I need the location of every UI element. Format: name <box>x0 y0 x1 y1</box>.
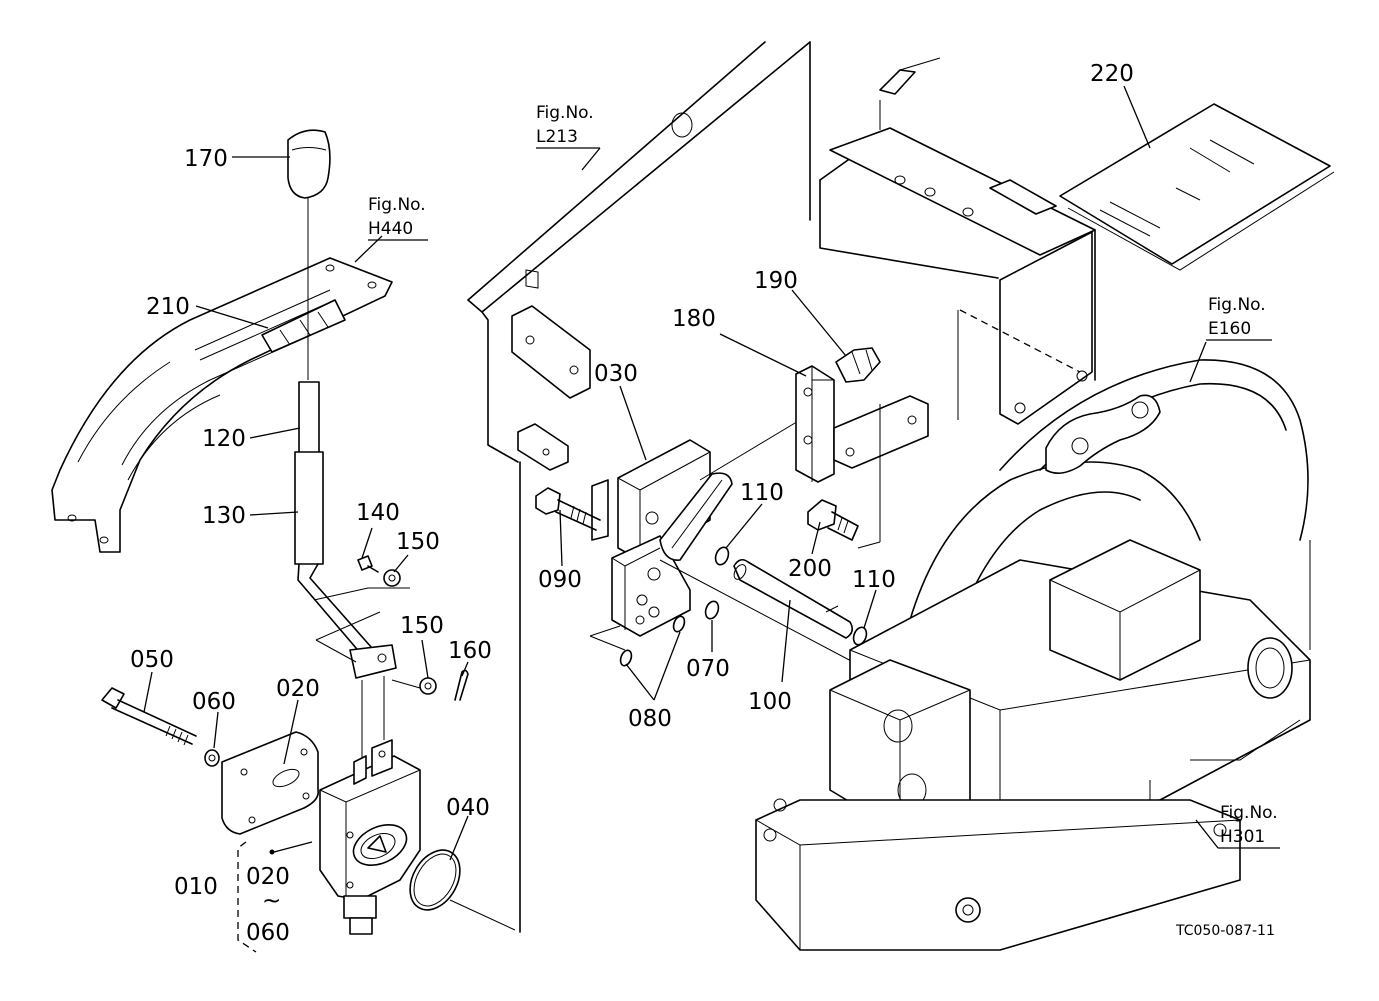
part-label-180: 180 <box>672 306 716 332</box>
part-label-020-range-start: 020 <box>246 864 290 890</box>
fig-ref-h440-prefix: Fig.No. <box>368 195 426 215</box>
pipe-100 <box>733 558 854 639</box>
part-label-150-lower: 150 <box>400 613 444 639</box>
cover-plate-020 <box>221 731 320 835</box>
o-ring-070 <box>704 600 720 620</box>
part-label-160: 160 <box>448 638 492 664</box>
transmission-housing <box>755 359 1311 951</box>
bolt-090 <box>535 487 601 531</box>
part-label-060: 060 <box>192 689 236 715</box>
o-ring-080-b <box>672 615 686 633</box>
part-label-040: 040 <box>446 795 490 821</box>
part-label-080: 080 <box>628 706 672 732</box>
bolt-200 <box>807 499 859 541</box>
o-ring-110-right <box>852 626 868 646</box>
part-label-120: 120 <box>202 426 246 452</box>
part-label-110-right: 110 <box>852 567 896 593</box>
part-label-050: 050 <box>130 647 174 673</box>
bracket-030 <box>591 439 733 637</box>
operator-manual <box>1059 103 1335 271</box>
part-label-170: 170 <box>184 146 228 172</box>
part-label-190: 190 <box>754 268 798 294</box>
washer-150-upper <box>383 569 401 587</box>
part-label-020: 020 <box>276 676 320 702</box>
cotter-pin-160 <box>454 669 469 701</box>
bolt-050 <box>101 687 197 746</box>
fig-ref-h440-number: H440 <box>368 219 413 239</box>
o-ring-080-a <box>619 649 633 667</box>
washer-150-lower <box>419 677 437 695</box>
fig-ref-e160-number: E160 <box>1208 319 1251 339</box>
diagram-code: TC050-087-11 <box>1175 923 1275 939</box>
part-label-100: 100 <box>748 689 792 715</box>
part-label-220: 220 <box>1090 61 1134 87</box>
fig-ref-h301-prefix: Fig.No. <box>1220 803 1278 823</box>
part-label-200: 200 <box>788 556 832 582</box>
lever-knob <box>287 129 331 380</box>
fig-ref-l213-number: L213 <box>536 127 578 147</box>
leader-lines <box>143 85 1280 861</box>
o-ring-110-left <box>714 546 730 566</box>
part-label-060-range-end: 060 <box>246 920 290 946</box>
part-label-range-separator: ~ <box>262 888 281 914</box>
part-label-140: 140 <box>356 500 400 526</box>
washer-060 <box>204 749 220 767</box>
control-valve-010 <box>319 739 421 935</box>
bolt-140 <box>357 555 379 573</box>
part-label-090: 090 <box>538 567 582 593</box>
fig-ref-e160-prefix: Fig.No. <box>1208 295 1266 315</box>
part-label-010: 010 <box>174 874 218 900</box>
part-label-070: 070 <box>686 656 730 682</box>
control-lever <box>294 381 421 760</box>
valve-assembly-bracket <box>237 841 313 953</box>
part-label-210: 210 <box>146 294 190 320</box>
fig-ref-l213-prefix: Fig.No. <box>536 103 594 123</box>
figure-references: Fig.No. L213 Fig.No. H440 Fig.No. E160 F… <box>368 103 1278 847</box>
banjo-bolt-190 <box>835 347 881 383</box>
part-label-110-left: 110 <box>740 480 784 506</box>
upper-bracket <box>819 57 1096 425</box>
fig-ref-h301-number: H301 <box>1220 827 1265 847</box>
part-label-030: 030 <box>594 361 638 387</box>
o-ring-040 <box>409 849 461 911</box>
frame-plate <box>467 41 811 933</box>
part-label-130: 130 <box>202 503 246 529</box>
shift-pattern-decal <box>261 299 346 353</box>
part-labels: 170 210 120 130 140 150 150 160 050 060 … <box>130 61 1134 946</box>
part-label-150-upper: 150 <box>396 529 440 555</box>
bracket-180 <box>795 365 929 549</box>
